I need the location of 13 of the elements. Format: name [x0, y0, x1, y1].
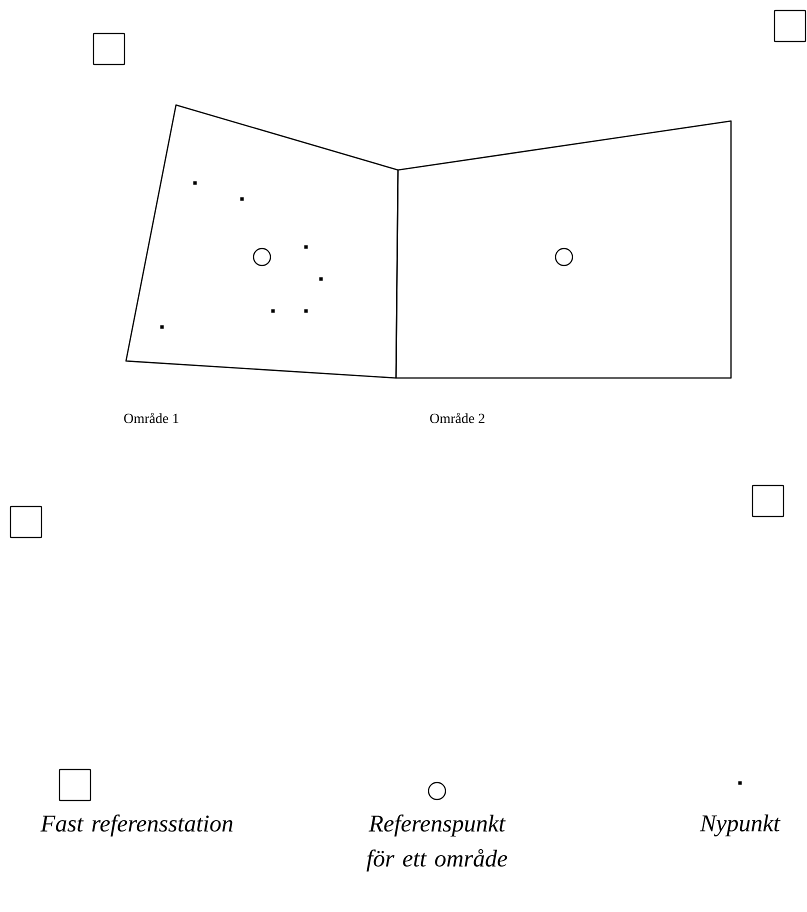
area-polygon [395, 120, 732, 379]
station-square [92, 32, 126, 66]
station-square [774, 10, 806, 42]
area-label: Område 1 [124, 412, 178, 424]
reference-circle [554, 248, 574, 266]
area-polygon [125, 104, 399, 379]
legend-label: Referenspunkt för ett område [366, 814, 508, 872]
reference-circle [252, 248, 272, 266]
legend-label: Fast referensstation [40, 814, 232, 837]
legend-label: Nypunkt [700, 814, 780, 836]
area-label: Område 2 [430, 412, 484, 424]
station-square [10, 506, 42, 538]
station-square [752, 484, 784, 518]
